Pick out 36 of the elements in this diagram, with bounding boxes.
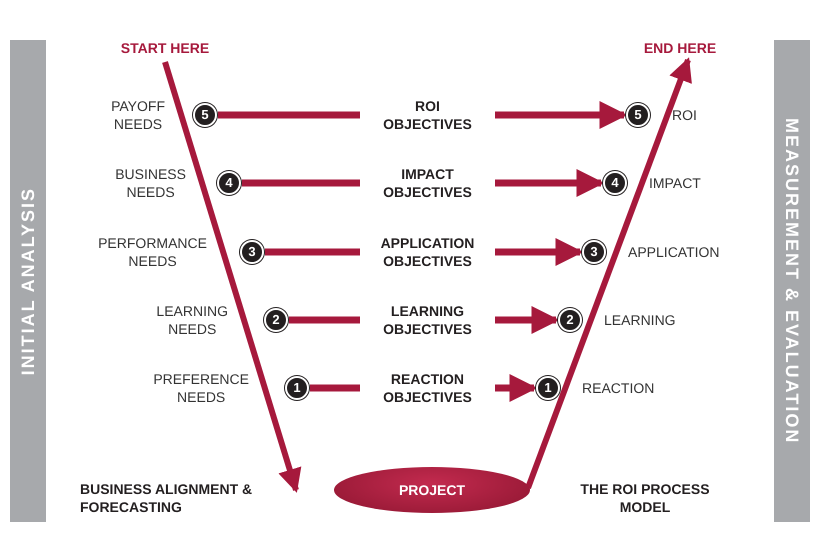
side-band	[774, 40, 810, 522]
band-label: MEASUREMENT & EVALUATION	[783, 118, 801, 444]
objective-text: APPLICATION OBJECTIVES	[380, 234, 474, 270]
stage-label: LEARNING NEEDS	[156, 302, 228, 338]
stage-label: BUSINESS NEEDS	[115, 165, 186, 201]
connector-line	[218, 112, 360, 118]
arrow	[162, 61, 302, 493]
connector-line	[265, 248, 360, 256]
stage-label: PAYOFF NEEDS	[111, 97, 165, 133]
arrow	[495, 101, 628, 129]
model-title: THE ROI PROCESS MODEL	[580, 480, 710, 516]
stage-label: PREFERENCE NEEDS	[153, 370, 249, 406]
objective-text: LEARNING OBJECTIVES	[383, 302, 472, 338]
stage-label: APPLICATION	[628, 243, 720, 261]
stage-label: REACTION	[582, 379, 654, 397]
stage-title: BUSINESS ALIGNMENT & FORECASTING	[80, 480, 254, 516]
arrow	[495, 374, 538, 402]
objective-text: REACTION OBJECTIVES	[383, 370, 472, 406]
objective-text: ROI OBJECTIVES	[383, 97, 472, 133]
arrow	[495, 306, 560, 334]
arrow	[525, 57, 692, 490]
stage-label: IMPACT	[649, 174, 701, 192]
objective-text: IMPACT OBJECTIVES	[383, 165, 472, 201]
connector-line	[310, 384, 360, 392]
stage-label: LEARNING	[604, 311, 676, 329]
connector-line	[289, 316, 360, 324]
arrow	[495, 169, 604, 197]
side-band	[10, 40, 46, 522]
band-label: INITIAL ANALYSIS	[19, 186, 37, 376]
arrow	[495, 238, 584, 266]
stage-label: PERFORMANCE NEEDS	[98, 234, 207, 270]
start-label: START HERE	[95, 38, 235, 58]
connector-line	[242, 180, 360, 186]
stage-label: ROI	[672, 106, 697, 124]
end-label: END HERE	[620, 38, 740, 58]
project-ellipse: PROJECT	[334, 467, 530, 513]
